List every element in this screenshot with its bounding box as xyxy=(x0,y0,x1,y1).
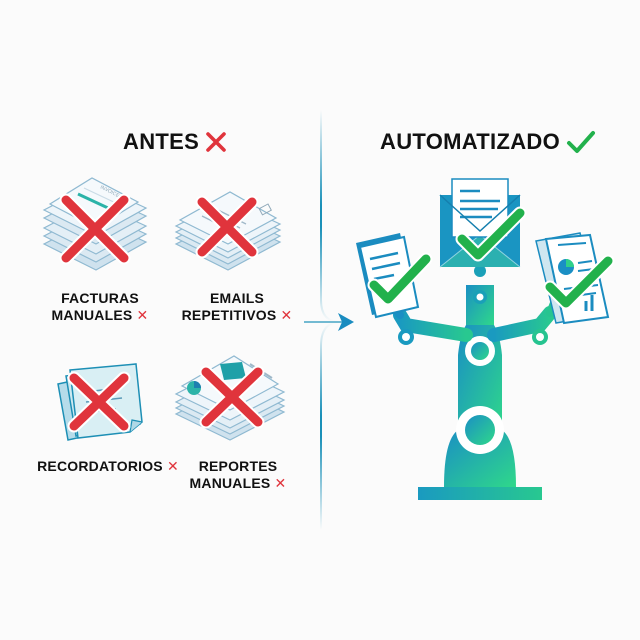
sticky-notes-icon xyxy=(57,363,143,441)
email-stack-icon xyxy=(174,191,282,271)
label-line1: REPORTES xyxy=(198,458,278,474)
x-icon: ✕ xyxy=(280,307,293,323)
envelope-icon xyxy=(439,178,521,268)
label-line1: RECORDATORIOS xyxy=(37,458,163,474)
report-stack-icon xyxy=(174,355,286,441)
label-line2: MANUALES ✕ xyxy=(178,475,298,492)
item-emails-label: EMAILS REPETITIVOS ✕ xyxy=(172,290,302,324)
before-title: ANTES xyxy=(123,129,200,154)
x-icon: ✕ xyxy=(136,307,149,323)
invoice-stack-icon: INVOICE xyxy=(42,177,148,271)
arrow-right-icon xyxy=(338,313,354,331)
label-line2: MANUALES ✕ xyxy=(40,307,160,324)
robot-arm-icon xyxy=(356,178,615,500)
label-line1: EMAILS xyxy=(209,290,265,306)
x-icon: ✕ xyxy=(166,458,179,474)
label-line2-text: MANUALES xyxy=(189,475,271,491)
label-line2-text: REPETITIVOS xyxy=(181,307,277,323)
divider xyxy=(304,110,354,530)
item-facturas-label: FACTURAS MANUALES ✕ xyxy=(40,290,160,324)
x-icon xyxy=(206,132,226,152)
item-recordatorios-label: RECORDATORIOS ✕ xyxy=(28,458,188,475)
label-line1: FACTURAS xyxy=(61,290,139,306)
check-icon xyxy=(567,131,595,153)
before-heading: ANTES xyxy=(123,129,227,155)
label-line2: REPETITIVOS ✕ xyxy=(172,307,302,324)
x-icon: ✕ xyxy=(274,475,287,491)
label-line2-text: MANUALES xyxy=(51,307,133,323)
after-heading: AUTOMATIZADO xyxy=(380,129,596,155)
after-title: AUTOMATIZADO xyxy=(380,129,560,154)
item-reportes-label: REPORTES MANUALES ✕ xyxy=(178,458,298,492)
